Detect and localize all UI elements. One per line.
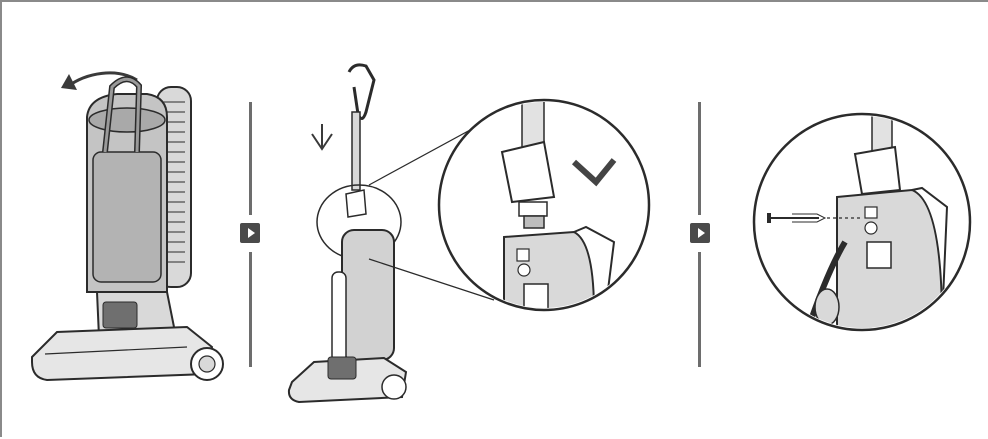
screw-insert-illustration	[752, 112, 972, 332]
screw-icon	[767, 213, 862, 223]
step-2-panel	[274, 2, 679, 439]
divider-top-2	[698, 102, 701, 215]
next-step-icon	[240, 223, 260, 243]
divider-top-1	[249, 102, 252, 215]
divider-bottom-1	[249, 252, 252, 367]
vacuum-upright-illustration	[31, 71, 224, 382]
handle-insert-illustration	[287, 63, 651, 404]
step-3-panel	[737, 2, 987, 439]
step-1-panel	[17, 2, 232, 439]
divider-bottom-2	[698, 252, 701, 367]
next-step-icon-2	[690, 223, 710, 243]
